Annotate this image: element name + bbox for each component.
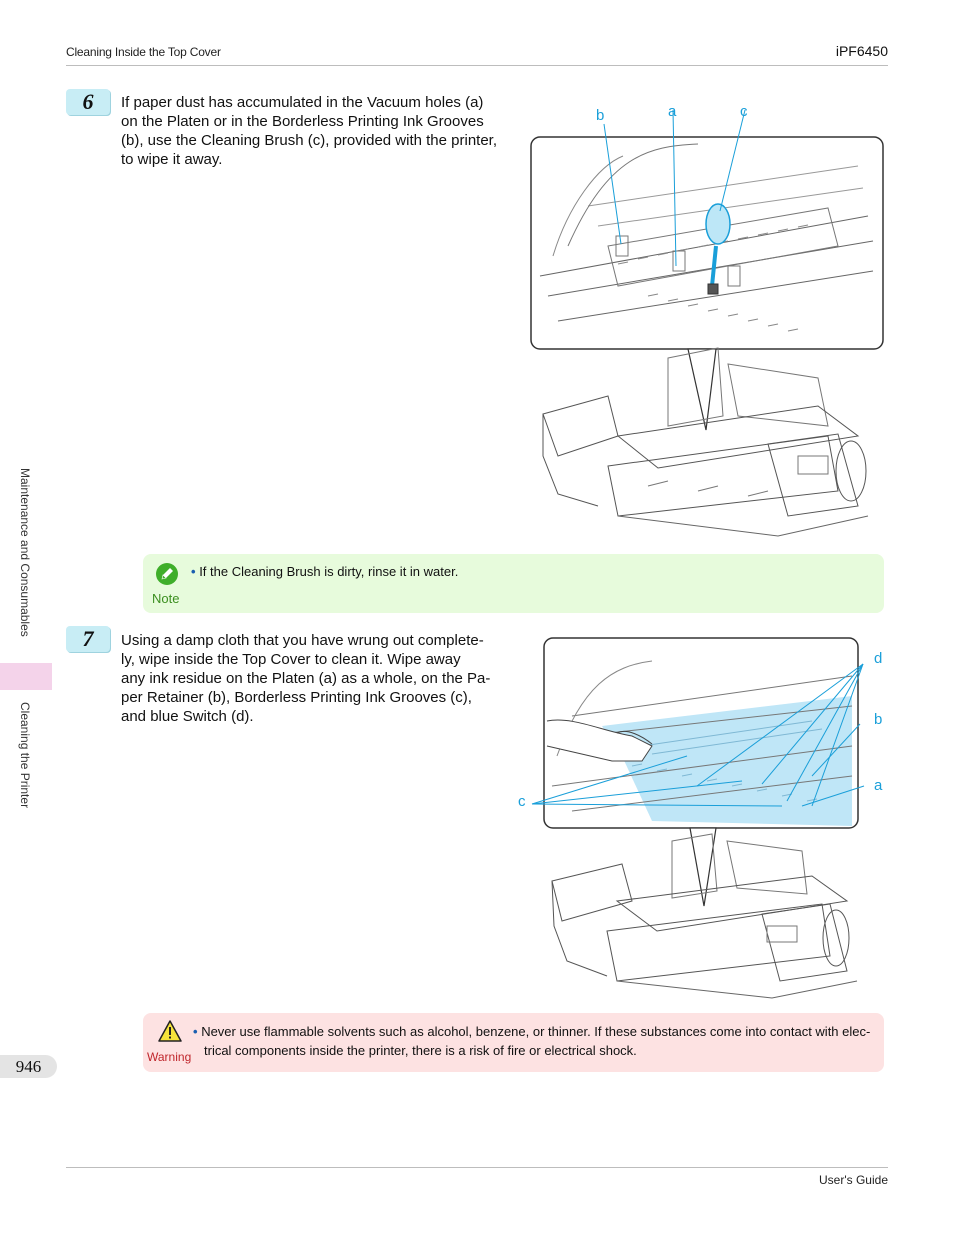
figure-cleaning-brush: b a c: [530, 103, 884, 537]
warning-box: Warning • Never use flammable solvents s…: [143, 1013, 884, 1072]
step-6-line: (b), use the Cleaning Brush (c), provide…: [121, 132, 498, 149]
step-7-line: any ink residue on the Platen (a) as a w…: [121, 670, 491, 687]
callout-c: c: [518, 793, 526, 810]
warning-label: Warning: [147, 1050, 192, 1064]
footer-guide: User's Guide: [819, 1173, 888, 1187]
step-6-line: If paper dust has accumulated in the Vac…: [121, 94, 484, 111]
note-item: • If the Cleaning Brush is dirty, rinse …: [191, 564, 458, 579]
warning-text-1: Never use flammable solvents such as alc…: [201, 1024, 871, 1039]
sidebar-tab: [0, 663, 52, 690]
header-rule: [66, 65, 888, 66]
step-7-line: ly, wipe inside the Top Cover to clean i…: [121, 651, 461, 668]
figure-wipe-platen: d b a c: [518, 637, 883, 999]
warning-text-2: trical components inside the printer, th…: [204, 1043, 637, 1058]
step-6-line: to wipe it away.: [121, 151, 223, 168]
running-header-model: iPF6450: [835, 43, 888, 59]
note-pencil-icon: [156, 563, 178, 585]
callout-b: b: [874, 711, 882, 728]
footer-rule: [66, 1167, 888, 1168]
sidebar-section: Cleaning the Printer: [18, 702, 32, 809]
step-6-text: If paper dust has accumulated in the Vac…: [121, 93, 513, 169]
warning-line-1: • Never use flammable solvents such as a…: [193, 1022, 883, 1041]
callout-d: d: [874, 650, 882, 667]
step-7-text: Using a damp cloth that you have wrung o…: [121, 631, 513, 726]
note-text: If the Cleaning Brush is dirty, rinse it…: [199, 564, 459, 579]
page-number: 946: [0, 1055, 57, 1078]
step-7-line: and blue Switch (d).: [121, 708, 254, 725]
warning-item: • Never use flammable solvents such as a…: [193, 1022, 883, 1060]
callout-b: b: [596, 107, 604, 124]
step-number-7: 7: [66, 626, 110, 652]
callout-c: c: [740, 103, 748, 120]
step-number-6: 6: [66, 89, 110, 115]
callout-a: a: [874, 777, 883, 794]
step-7-line: per Retainer (b), Borderless Printing In…: [121, 689, 472, 706]
running-header-title: Cleaning Inside the Top Cover: [66, 45, 221, 59]
step-6-line: on the Platen or in the Borderless Print…: [121, 113, 484, 130]
note-label: Note: [152, 591, 180, 606]
note-box: Note • If the Cleaning Brush is dirty, r…: [143, 554, 884, 613]
warning-triangle-icon: [158, 1020, 182, 1042]
callout-a: a: [668, 103, 677, 120]
step-7-line: Using a damp cloth that you have wrung o…: [121, 632, 484, 649]
sidebar-chapter: Maintenance and Consumables: [18, 468, 32, 637]
bullet-dot: •: [193, 1024, 198, 1039]
bullet-dot: •: [191, 564, 196, 579]
